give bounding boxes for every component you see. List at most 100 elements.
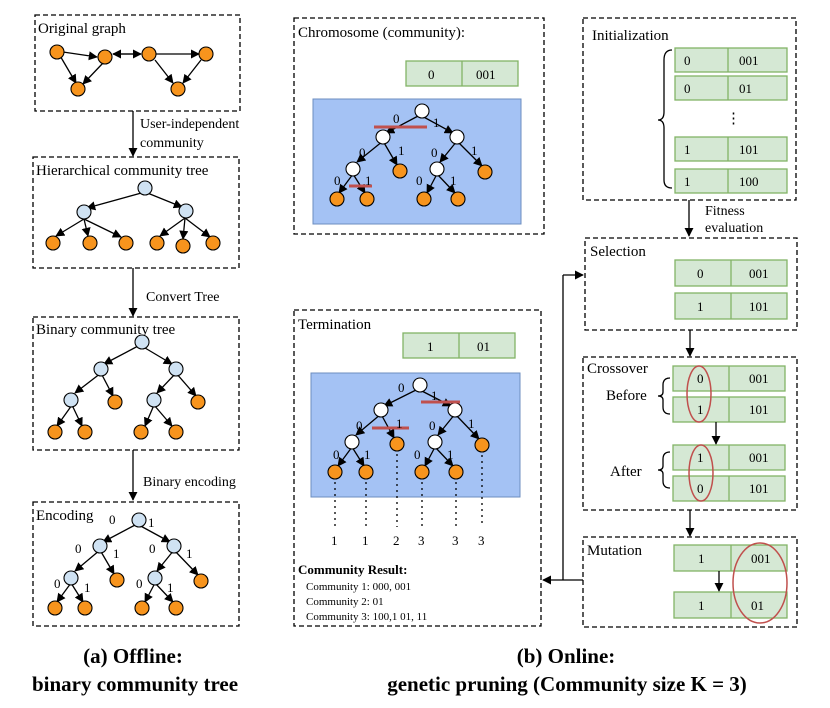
- svg-text:001: 001: [476, 67, 496, 82]
- hier-tree-edges: [55, 191, 211, 240]
- mutation-genes: 1 001 1 01: [673, 544, 788, 619]
- svg-text:01: 01: [477, 339, 490, 354]
- encoding-box: [32, 501, 240, 627]
- chromosome-cut-lines: [349, 125, 427, 188]
- initialization-label: Initialization: [592, 28, 669, 44]
- svg-text:01: 01: [751, 598, 764, 613]
- initialization-brace: [657, 49, 673, 189]
- fitness-label-2: evaluation: [705, 221, 763, 236]
- initialization-box: [582, 17, 797, 201]
- edge-label-2: Convert Tree: [146, 290, 220, 305]
- svg-text:0: 0: [684, 81, 691, 96]
- hier-tree-label: Hierarchical community tree: [36, 163, 209, 179]
- edge-label-3: Binary encoding: [143, 475, 236, 490]
- encoding-tree-nodes: [47, 512, 209, 616]
- original-graph-edges: [58, 49, 202, 85]
- svg-text:1: 1: [447, 447, 454, 462]
- termination-tree-nodes: [327, 377, 490, 480]
- termination-bit-labels: 0 1 0 1 0 1 0 1 0 1: [333, 380, 475, 462]
- svg-text:1: 1: [364, 447, 371, 462]
- svg-text:101: 101: [749, 481, 769, 496]
- selection-label: Selection: [590, 244, 646, 260]
- svg-text:1: 1: [398, 143, 405, 158]
- svg-text:1: 1: [468, 416, 475, 431]
- svg-text:1: 1: [431, 388, 438, 403]
- selection-box: [584, 237, 798, 331]
- svg-text:0: 0: [398, 380, 405, 395]
- community-result-3: Community 3: 100,1 01, 11: [306, 611, 427, 623]
- svg-text:1: 1: [396, 416, 403, 431]
- hier-tree-box: [32, 156, 240, 269]
- svg-text:0: 0: [697, 266, 704, 281]
- svg-text:1: 1: [167, 580, 174, 595]
- svg-text:0: 0: [109, 512, 116, 527]
- binary-tree-edges: [56, 344, 197, 427]
- caption-b-line2: genetic pruning (Community size K = 3): [387, 672, 747, 696]
- initialization-ellipsis: ⋮: [726, 111, 741, 127]
- crossover-genes: 0 001 1 101 1 001 0 101: [672, 365, 786, 502]
- svg-text:0: 0: [428, 67, 435, 82]
- before-label: Before: [606, 388, 647, 404]
- caption-a-line1: (a) Offline:: [83, 644, 183, 668]
- svg-text:0: 0: [684, 53, 691, 68]
- chromosome-bit-labels: 0 1 0 1 0 1 0 1 0 1: [334, 111, 478, 188]
- svg-text:001: 001: [751, 551, 771, 566]
- termination-gene: 1 01: [402, 332, 516, 359]
- chromosome-gene: 0 001: [405, 60, 519, 87]
- svg-text:1: 1: [471, 143, 478, 158]
- svg-text:100: 100: [739, 174, 759, 189]
- mutation-highlight: [732, 542, 788, 624]
- selection-genes: 0 001 1 101: [674, 259, 788, 320]
- svg-text:1: 1: [697, 299, 704, 314]
- svg-text:0: 0: [54, 576, 61, 591]
- encoding-tree-edges: [56, 523, 199, 603]
- chromosome-label: Chromosome (community):: [298, 25, 465, 41]
- binary-tree-nodes: [47, 334, 206, 440]
- svg-text:3: 3: [418, 533, 425, 548]
- initialization-genes: 0 001 0 01 1 101 1 100: [674, 47, 788, 194]
- termination-label: Termination: [298, 317, 372, 333]
- fitness-label-1: Fitness: [705, 204, 745, 219]
- svg-text:0: 0: [431, 145, 438, 160]
- mutation-box: [582, 536, 798, 628]
- svg-text:1: 1: [450, 173, 457, 188]
- svg-text:1: 1: [698, 598, 705, 613]
- termination-dotted-lines: [334, 454, 483, 527]
- svg-text:0: 0: [697, 481, 704, 496]
- after-brace: [657, 451, 671, 489]
- binary-tree-label: Binary community tree: [36, 322, 175, 338]
- svg-text:2: 2: [393, 533, 400, 548]
- chromosome-box: [293, 17, 545, 235]
- edge-label-1a: User-independent: [140, 117, 239, 132]
- community-result-title: Community Result:: [298, 562, 407, 577]
- termination-tree-panel: [310, 372, 521, 498]
- svg-text:1: 1: [697, 450, 704, 465]
- original-graph-nodes: [49, 44, 214, 97]
- crossover-label: Crossover: [587, 361, 648, 377]
- caption-a-line2: binary community tree: [32, 672, 238, 696]
- svg-text:001: 001: [749, 450, 769, 465]
- community-result-2: Community 2: 01: [306, 596, 384, 608]
- mutation-label: Mutation: [587, 543, 642, 559]
- svg-text:101: 101: [749, 299, 769, 314]
- svg-text:1: 1: [433, 115, 440, 130]
- svg-text:0: 0: [75, 541, 82, 556]
- svg-text:1: 1: [684, 142, 691, 157]
- binary-tree-box: [32, 316, 240, 451]
- svg-text:001: 001: [749, 371, 769, 386]
- encoding-bit-labels: 0 1 0 1 0 1 0 1 0 1: [54, 512, 193, 595]
- svg-text:1: 1: [684, 174, 691, 189]
- svg-text:01: 01: [739, 81, 752, 96]
- hier-tree-nodes: [45, 180, 221, 254]
- svg-text:1: 1: [427, 339, 434, 354]
- chromosome-tree-nodes: [329, 103, 493, 207]
- community-result-1: Community 1: 000, 001: [306, 581, 411, 593]
- after-label: After: [610, 464, 642, 480]
- svg-text:0: 0: [136, 576, 143, 591]
- svg-text:3: 3: [478, 533, 485, 548]
- edge-label-1b: community: [140, 136, 204, 151]
- svg-text:1: 1: [362, 533, 369, 548]
- svg-text:0: 0: [429, 418, 436, 433]
- chromosome-tree-panel: [312, 98, 522, 225]
